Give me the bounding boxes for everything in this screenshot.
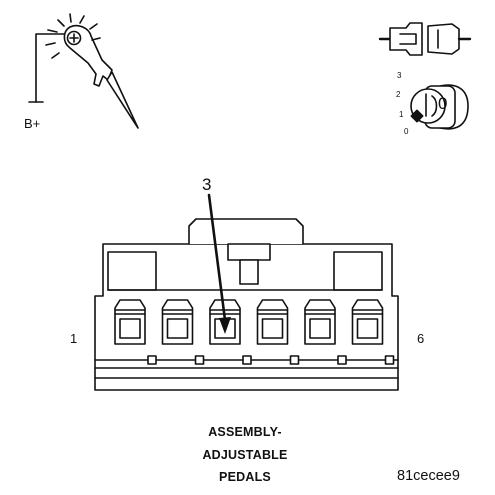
first-pin-number: 1 bbox=[70, 331, 78, 346]
terminal-cavity bbox=[351, 299, 395, 365]
connector-housing bbox=[94, 218, 399, 391]
figure-code: 81cecee9 bbox=[397, 468, 460, 484]
terminal-cavity bbox=[304, 299, 347, 365]
callout-pin-number: 3 bbox=[202, 175, 212, 194]
ignition-position-label: 2 bbox=[396, 90, 401, 99]
caption-line: ADJUSTABLE bbox=[202, 448, 288, 462]
ignition-key-icon bbox=[410, 84, 469, 130]
ignition-position-label: 0 bbox=[404, 127, 409, 136]
terminal-cavity bbox=[161, 299, 205, 365]
terminal-cavity bbox=[256, 299, 300, 365]
last-pin-number: 6 bbox=[417, 331, 425, 346]
ignition-position-label: 1 bbox=[399, 110, 404, 119]
pin-callout-arrow bbox=[207, 193, 231, 334]
caption-line: ASSEMBLY- bbox=[208, 425, 282, 439]
test-probe-icon bbox=[28, 13, 139, 129]
battery-positive-label: B+ bbox=[24, 116, 41, 131]
terminal-cavity bbox=[114, 299, 157, 365]
ignition-key-label: 0 bbox=[438, 94, 448, 113]
unplugged-connector-icon bbox=[378, 22, 472, 56]
ignition-position-label: 3 bbox=[397, 71, 402, 80]
caption-line: PEDALS bbox=[219, 470, 271, 484]
